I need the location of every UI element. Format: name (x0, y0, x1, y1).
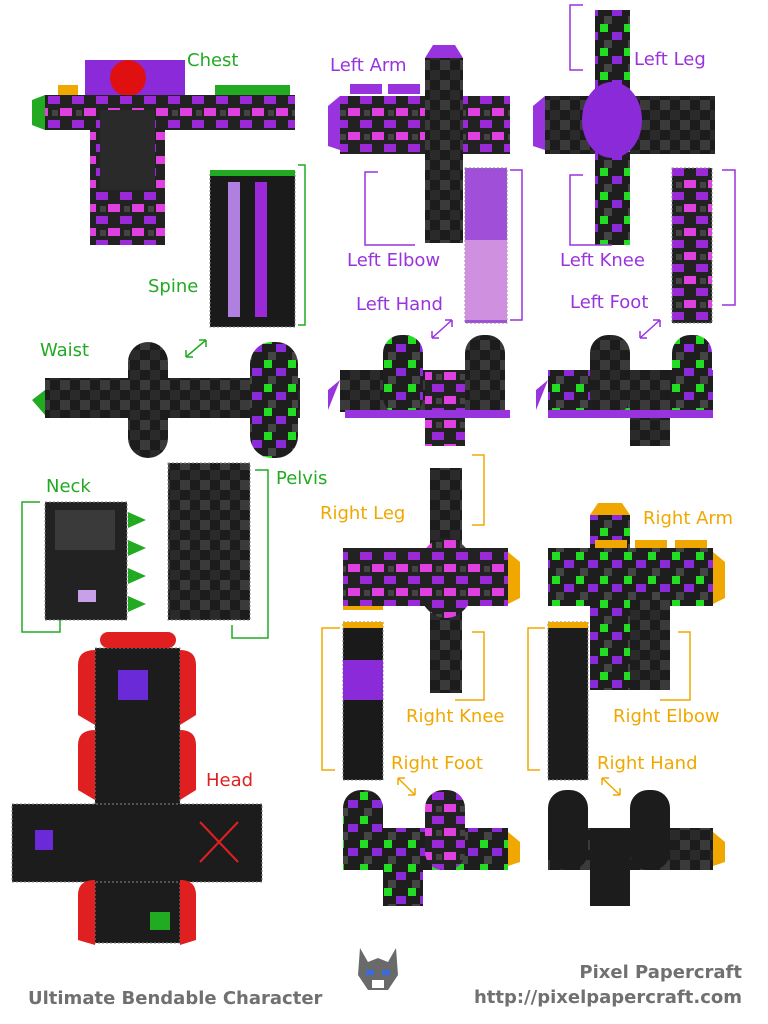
chest-piece (32, 60, 295, 245)
head-piece (11, 632, 263, 945)
label-right-knee: Right Knee (406, 706, 505, 727)
footer-title: Ultimate Bendable Character (28, 988, 323, 1009)
right-hand-piece (548, 790, 725, 906)
label-left-knee: Left Knee (560, 250, 645, 271)
label-right-elbow: Right Elbow (613, 706, 720, 727)
label-waist: Waist (40, 340, 90, 361)
right-foot-piece (343, 790, 520, 906)
footer-url[interactable]: http://pixelpapercraft.com (473, 987, 742, 1008)
label-left-elbow: Left Elbow (347, 250, 441, 271)
label-left-leg: Left Leg (634, 49, 706, 70)
label-left-foot: Left Foot (570, 292, 649, 313)
left-hand-piece (328, 335, 510, 446)
neck-piece (21, 501, 146, 633)
pelvis-piece (167, 462, 269, 639)
right-leg-piece (321, 454, 520, 781)
footer-brand: Pixel Papercraft (579, 962, 742, 983)
right-arm-piece (527, 503, 725, 781)
left-arm-piece (328, 45, 523, 324)
label-neck: Neck (46, 476, 91, 497)
left-foot-piece (536, 335, 713, 446)
wolf-face-icon (358, 948, 398, 990)
spine-piece (209, 164, 306, 328)
label-right-leg: Right Leg (320, 503, 406, 524)
label-right-hand: Right Hand (597, 753, 698, 774)
left-leg-piece (533, 4, 736, 324)
label-chest: Chest (187, 50, 239, 71)
label-right-foot: Right Foot (391, 753, 483, 774)
label-pelvis: Pelvis (276, 468, 328, 489)
label-left-hand: Left Hand (356, 294, 443, 315)
label-left-arm: Left Arm (330, 55, 407, 76)
label-right-arm: Right Arm (643, 508, 734, 529)
waist-piece (32, 342, 300, 458)
label-head: Head (206, 770, 254, 791)
label-spine: Spine (148, 276, 199, 297)
